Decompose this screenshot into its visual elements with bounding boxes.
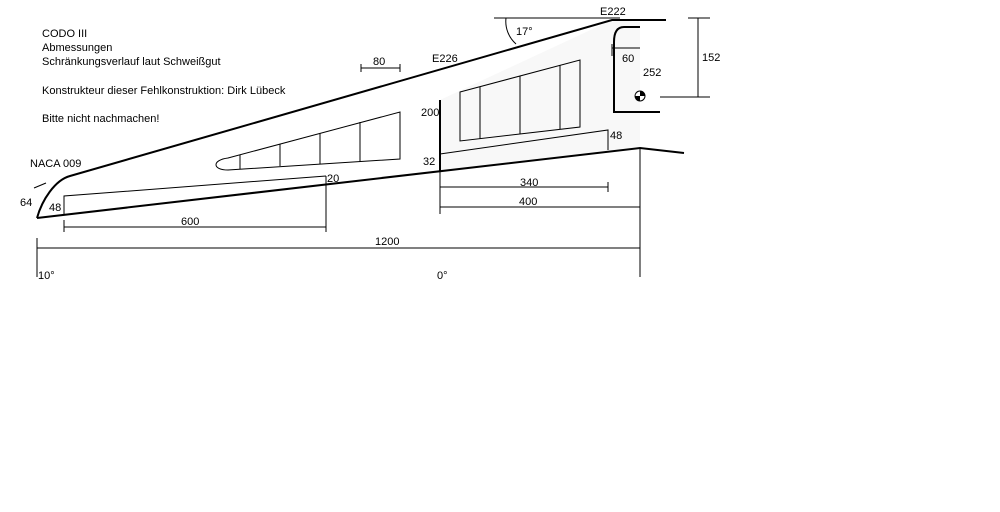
naca-leader	[33, 182, 47, 189]
cg-quadrant-2	[635, 96, 640, 101]
profile-root: E222	[600, 6, 626, 18]
flap-length-label: 340	[520, 177, 538, 189]
inner-flap	[439, 129, 609, 155]
root-pos-label: 60	[622, 53, 634, 65]
outer-bay	[215, 111, 401, 171]
profile-tip: NACA 009	[30, 158, 81, 170]
inner-panel-fill	[440, 20, 640, 172]
small-mark-label: 80	[373, 56, 385, 68]
mid-lower-label: 32	[423, 156, 435, 168]
twist-mid-label: 0°	[437, 270, 448, 282]
profile-mid: E226	[432, 53, 458, 65]
subtitle-twist: Schränkungsverlauf laut Schweißgut	[42, 56, 221, 68]
cg-quadrant-1	[640, 91, 645, 96]
designer-note: Konstrukteur dieser Fehlkonstruktion: Di…	[42, 85, 286, 97]
inner-length-label: 400	[519, 196, 537, 208]
root-fuselage-bracket	[613, 26, 660, 113]
tip-height-label: 64	[20, 197, 32, 209]
sweep-arc	[505, 17, 517, 45]
tip-aileron-label: 48	[49, 202, 61, 214]
inner-bay	[459, 59, 581, 142]
root-height-label: 152	[702, 52, 720, 64]
outer-aileron	[63, 175, 327, 215]
mid-height-label: 200	[421, 107, 439, 119]
twist-tip-label: 10°	[38, 270, 55, 282]
leading-edge	[36, 19, 666, 219]
warning-note: Bitte nicht nachmachen!	[42, 113, 159, 125]
aileron-length-label: 600	[181, 216, 199, 228]
title: CODO III	[42, 28, 87, 40]
root-aileron-label: 48	[610, 130, 622, 142]
subtitle-dimensions: Abmessungen	[42, 42, 112, 54]
root-chord-label: 252	[643, 67, 661, 79]
aileron-end-label: 20	[327, 173, 339, 185]
sweep-angle-label: 17°	[516, 26, 533, 38]
span-label: 1200	[375, 236, 399, 248]
